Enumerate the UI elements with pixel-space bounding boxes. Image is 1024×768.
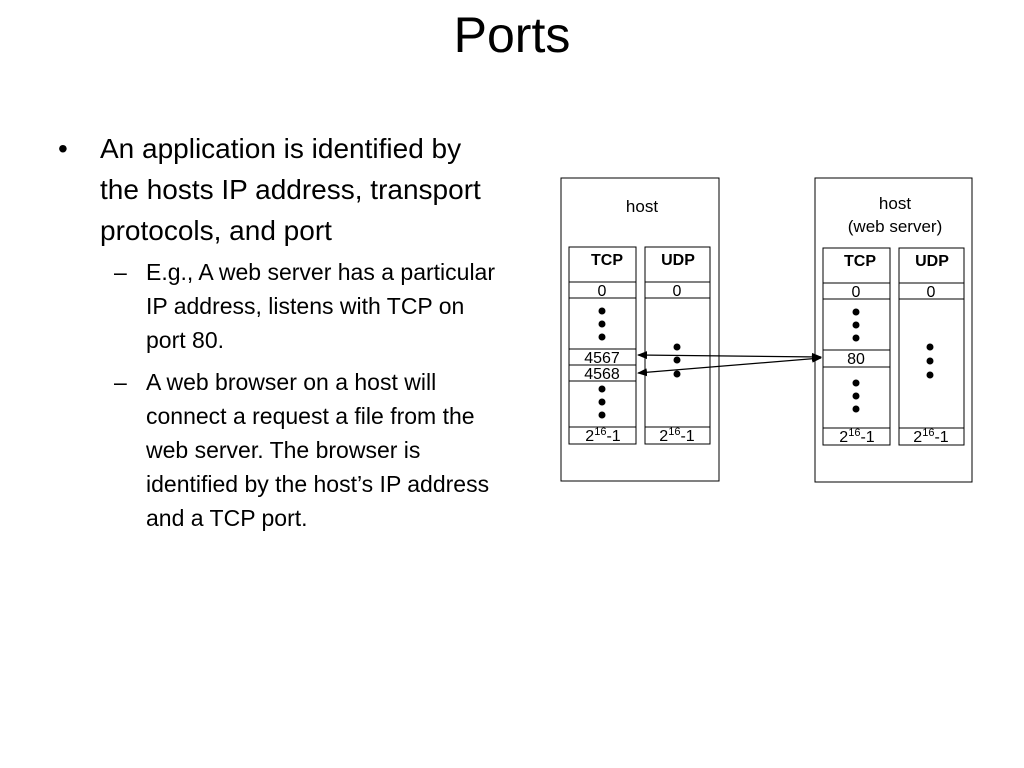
server-udp-port-0 bbox=[898, 282, 965, 300]
client-udp-port-0 bbox=[644, 281, 711, 299]
ellipsis-icon bbox=[852, 308, 860, 342]
server-host-label: host bbox=[879, 194, 911, 213]
sub-bullet-item: – E.g., A web server has a particular IP… bbox=[58, 255, 498, 357]
client-udp-column: UDP 0 216-1 bbox=[644, 246, 711, 445]
server-tcp-port-0 bbox=[822, 282, 891, 300]
client-tcp-port-max-label: 216-1 bbox=[585, 426, 620, 445]
client-tcp-port-max bbox=[568, 426, 637, 445]
server-tcp-header: TCP bbox=[844, 253, 876, 270]
sub-bullet-item: – A web browser on a host will connect a… bbox=[58, 365, 498, 535]
client-host-label: host bbox=[626, 197, 658, 216]
connection-arrow-4568 bbox=[637, 354, 822, 377]
server-udp-port-0-label: 0 bbox=[927, 284, 936, 301]
server-udp-port-max-label: 216-1 bbox=[913, 427, 948, 446]
ellipsis-icon bbox=[598, 307, 606, 341]
client-tcp-port-4567-label: 4567 bbox=[584, 350, 620, 367]
dash-icon: – bbox=[114, 369, 127, 395]
dash-icon: – bbox=[114, 259, 127, 285]
sub-bullet-text: E.g., A web server has a particular IP a… bbox=[146, 259, 496, 353]
server-host: host (web server) TCP 0 80 216-1 UDP 0 bbox=[814, 177, 973, 483]
server-udp-port-max bbox=[898, 427, 965, 446]
client-udp-header: UDP bbox=[661, 252, 695, 269]
ellipsis-icon bbox=[673, 343, 681, 378]
server-tcp-port-max-label: 216-1 bbox=[839, 427, 874, 446]
server-tcp-port-80 bbox=[822, 349, 891, 368]
client-tcp-column: TCP 0 4567 4568 216-1 bbox=[568, 246, 637, 445]
client-host: host TCP 0 4567 4568 216-1 UDP 0 bbox=[560, 177, 720, 482]
client-tcp-port-0 bbox=[568, 281, 637, 299]
server-host-sublabel: (web server) bbox=[848, 217, 942, 236]
bullet-item: • An application is identified by the ho… bbox=[58, 128, 498, 251]
client-tcp-port-0-label: 0 bbox=[598, 283, 607, 300]
ellipsis-icon bbox=[852, 379, 860, 413]
client-tcp-box bbox=[568, 246, 637, 445]
bullet-dot-icon: • bbox=[58, 133, 68, 164]
ellipsis-icon bbox=[926, 343, 934, 379]
server-tcp-port-max bbox=[822, 427, 891, 446]
client-tcp-port-4568-label: 4568 bbox=[584, 366, 620, 383]
bullet-text: An application is identified by the host… bbox=[100, 133, 481, 246]
slide-title: Ports bbox=[453, 7, 571, 63]
sub-bullet-text: A web browser on a host will connect a r… bbox=[146, 369, 490, 531]
server-udp-header: UDP bbox=[915, 253, 949, 270]
server-udp-column: UDP 0 216-1 bbox=[898, 247, 965, 446]
client-udp-port-max bbox=[644, 426, 711, 445]
bullet-list: • An application is identified by the ho… bbox=[58, 128, 498, 535]
ellipsis-icon bbox=[598, 385, 606, 419]
server-tcp-port-80-label: 80 bbox=[847, 351, 865, 368]
server-tcp-column: TCP 0 80 216-1 bbox=[822, 247, 891, 446]
client-tcp-port-4568 bbox=[568, 364, 637, 382]
client-udp-port-0-label: 0 bbox=[673, 283, 682, 300]
server-tcp-box bbox=[822, 247, 891, 446]
server-tcp-port-0-label: 0 bbox=[852, 284, 861, 301]
client-udp-port-max-label: 216-1 bbox=[659, 426, 694, 445]
client-tcp-header: TCP bbox=[591, 252, 623, 269]
